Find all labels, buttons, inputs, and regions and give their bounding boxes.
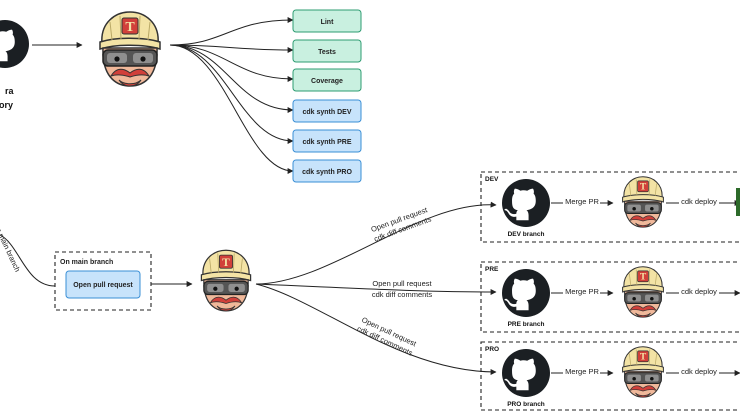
job-box-shape <box>292 68 362 92</box>
svg-text:cdk diff comments: cdk diff comments <box>372 290 433 299</box>
deploy-label: cdk deploy <box>681 287 717 296</box>
pr-edge-label-dev: Open pull request cdk diff comments <box>370 205 433 244</box>
job-box-shape <box>292 99 362 123</box>
env-group-border <box>480 171 740 243</box>
deploy-label: cdk deploy <box>681 197 717 206</box>
branch-label: PRO branch <box>507 401 545 408</box>
side-edge-label: on main branch <box>0 223 22 274</box>
deploy-label-bg <box>679 366 719 376</box>
repo-label-line1: ra <box>5 86 15 96</box>
deploy-mascot-icon <box>622 266 664 318</box>
env-group-dev: DEV DEV branch Merge PR cdk deploy <box>480 171 740 243</box>
deploy-label-bg <box>679 286 719 296</box>
job-label: Coverage <box>311 78 343 85</box>
merge-label-bg <box>563 366 600 376</box>
github-icon <box>502 179 550 227</box>
job-box-tests: Tests <box>292 39 362 63</box>
job-box-cdk-synth-pre: cdk synth PRE <box>292 129 362 153</box>
job-box-shape <box>292 39 362 63</box>
github-icon <box>502 349 550 397</box>
env-group-border <box>480 261 740 333</box>
job-box-shape <box>292 9 362 33</box>
env-group-pro: PRO PRO branch Merge PR cdk deploy <box>480 341 740 411</box>
job-box-shape <box>292 159 362 183</box>
cutoff-bar <box>736 188 740 216</box>
job-box-cdk-synth-pro: cdk synth PRO <box>292 159 362 183</box>
main-group-title: On main branch <box>60 259 113 266</box>
pr-edge-label-pro: Open pull request cdk diff comments <box>356 315 419 358</box>
merge-label-bg <box>563 286 600 296</box>
job-label: Lint <box>321 19 334 26</box>
job-label: cdk synth DEV <box>302 109 351 116</box>
github-icon <box>502 269 550 317</box>
job-box-cdk-synth-dev: cdk synth DEV <box>292 99 362 123</box>
merge-label: Merge PR <box>565 287 599 296</box>
env-group-border <box>480 341 740 411</box>
env-name: PRE <box>485 266 499 273</box>
open-pr-label: Open pull request <box>73 282 133 289</box>
pr-edge-label-pre: Open pull request cdk diff comments <box>372 279 433 299</box>
merge-label-bg <box>563 196 600 206</box>
deploy-label-bg <box>679 196 719 206</box>
job-label: cdk synth PRE <box>302 139 351 146</box>
deploy-label: cdk deploy <box>681 367 717 376</box>
ci-fanout-edges <box>169 17 294 174</box>
job-box-shape <box>292 129 362 153</box>
env-name: DEV <box>485 176 499 183</box>
env-group-pre: PRE PRE branch Merge PR cdk deploy <box>480 261 740 333</box>
ci-mascot-icon <box>99 11 161 87</box>
pr-ci-mascot-icon <box>200 249 252 312</box>
job-label: cdk synth PRO <box>302 169 352 176</box>
job-box-coverage: Coverage <box>292 68 362 92</box>
repo-label-line2: ory <box>0 100 13 110</box>
job-label: Tests <box>318 49 336 56</box>
deploy-mascot-icon <box>622 176 664 228</box>
job-box-lint: Lint <box>292 9 362 33</box>
source-repo-node: ra ory <box>0 20 29 110</box>
github-icon <box>0 20 29 68</box>
env-name: PRO <box>485 346 499 353</box>
branch-label: DEV branch <box>508 231 545 238</box>
pr-fanout-edges <box>255 201 497 375</box>
merge-label: Merge PR <box>565 197 599 206</box>
edge-into-main-group <box>0 234 56 287</box>
branch-label: PRE branch <box>508 321 545 328</box>
merge-label: Merge PR <box>565 367 599 376</box>
open-pr-box <box>65 270 141 299</box>
deploy-mascot-icon <box>622 346 664 398</box>
svg-text:Open pull request: Open pull request <box>372 279 432 288</box>
